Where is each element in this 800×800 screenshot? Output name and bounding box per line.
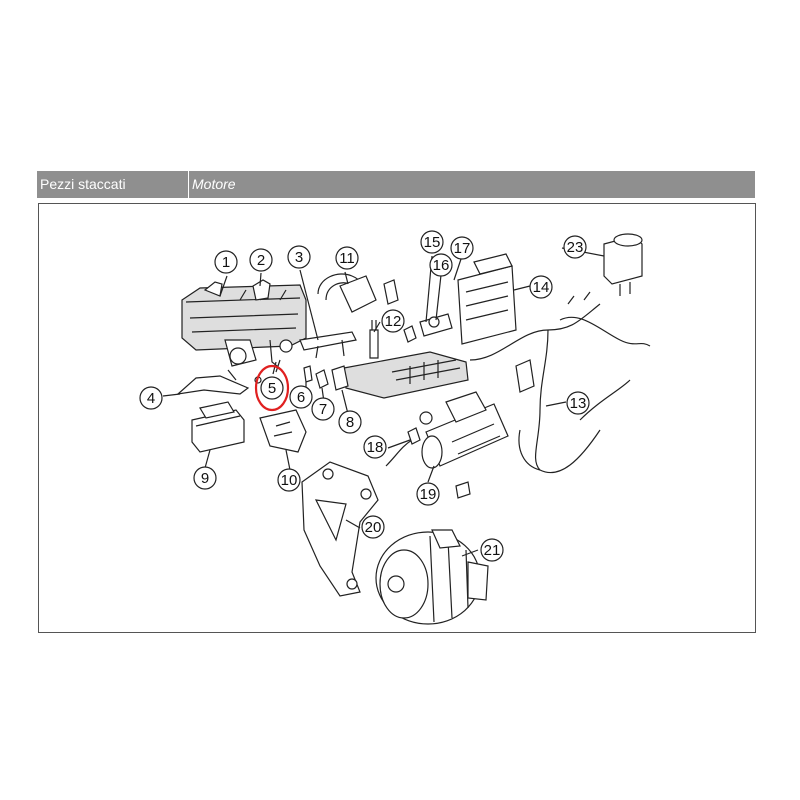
callout-circle [338, 410, 362, 434]
part-1-drawing [181, 281, 307, 371]
callout-circle [249, 248, 273, 272]
callout-circle [416, 482, 440, 506]
callout-circle [193, 466, 217, 490]
callout-circle [429, 253, 453, 277]
callout-number: 2 [257, 252, 265, 269]
callout-number: 3 [295, 249, 303, 266]
callout-number: 21 [484, 542, 501, 559]
callout-circle [139, 386, 163, 410]
part-18-drawing [385, 427, 421, 467]
part-3-drawing [275, 331, 357, 373]
callout-16: 16 [429, 253, 453, 277]
part-14-drawing [457, 253, 517, 345]
callout-circle [335, 246, 359, 270]
part-6-8-drawing [303, 365, 349, 391]
callout-number: 8 [346, 414, 354, 431]
part-2-drawing [252, 279, 271, 301]
part-23-drawing [603, 233, 643, 296]
part-19-drawing [419, 391, 509, 499]
callout-number: 18 [367, 439, 384, 456]
callout-4: 4 [139, 386, 163, 410]
section-header: Pezzi staccati Motore [37, 171, 755, 198]
callout-2: 2 [249, 248, 273, 272]
callout-7: 7 [311, 397, 335, 421]
callout-number: 15 [424, 234, 441, 251]
part-4-drawing [176, 369, 250, 395]
callout-15: 15 [420, 230, 444, 254]
callout-number: 17 [454, 240, 471, 257]
part-12-drawing [369, 320, 379, 359]
header-divider [188, 171, 189, 198]
callout-9: 9 [193, 466, 217, 490]
callout-circle [363, 435, 387, 459]
callout-17: 17 [450, 236, 474, 260]
callout-number: 12 [385, 313, 402, 330]
callout-3: 3 [287, 245, 311, 269]
callout-20: 20 [361, 515, 385, 539]
callout-circle [420, 230, 444, 254]
callout-13: 13 [566, 391, 590, 415]
callout-circle [289, 385, 313, 409]
callout-21: 21 [480, 538, 504, 562]
callout-number: 19 [420, 486, 437, 503]
callout-number: 9 [201, 470, 209, 487]
subject-label: Motore [192, 176, 236, 192]
callout-number: 5 [268, 380, 276, 397]
callout-number: 7 [319, 401, 327, 418]
callout-19: 19 [416, 482, 440, 506]
callout-number: 13 [570, 395, 587, 412]
section-label: Pezzi staccati [40, 176, 126, 192]
callout-number: 10 [281, 472, 298, 489]
callout-circle [277, 468, 301, 492]
callout-circle [450, 236, 474, 260]
part-15-16-drawing [403, 313, 453, 343]
callout-6: 6 [289, 385, 313, 409]
callout-number: 4 [147, 390, 155, 407]
callout-number: 16 [433, 257, 450, 274]
callout-11: 11 [335, 246, 359, 270]
callout-10: 10 [277, 468, 301, 492]
callout-circle [563, 235, 587, 259]
part-11-drawing [317, 273, 399, 313]
callout-12: 12 [381, 309, 405, 333]
part-20-drawing [301, 461, 379, 597]
callout-circle [260, 376, 284, 400]
callout-23: 23 [563, 235, 587, 259]
callout-circle [311, 397, 335, 421]
part-10-drawing [259, 409, 307, 453]
callout-circle [480, 538, 504, 562]
callout-number: 11 [339, 250, 355, 267]
callout-number: 1 [222, 254, 230, 271]
callout-8: 8 [338, 410, 362, 434]
callout-circle [529, 275, 553, 299]
part-ecu-drawing [343, 351, 469, 399]
part-21-drawing [375, 529, 489, 625]
callout-circle [566, 391, 590, 415]
callout-number: 20 [365, 519, 382, 536]
part-13-drawing [469, 291, 651, 474]
callout-18: 18 [363, 435, 387, 459]
callout-circle [381, 309, 405, 333]
callout-number: 6 [297, 389, 305, 406]
callout-5: 5 [254, 364, 290, 412]
highlight-ring [254, 364, 290, 412]
part-9-drawing [191, 401, 245, 453]
callout-1: 1 [214, 250, 238, 274]
callout-circle [287, 245, 311, 269]
callout-14: 14 [529, 275, 553, 299]
callout-number: 14 [533, 279, 550, 296]
callout-circle [214, 250, 238, 274]
callout-circle [361, 515, 385, 539]
callout-number: 23 [567, 239, 584, 256]
